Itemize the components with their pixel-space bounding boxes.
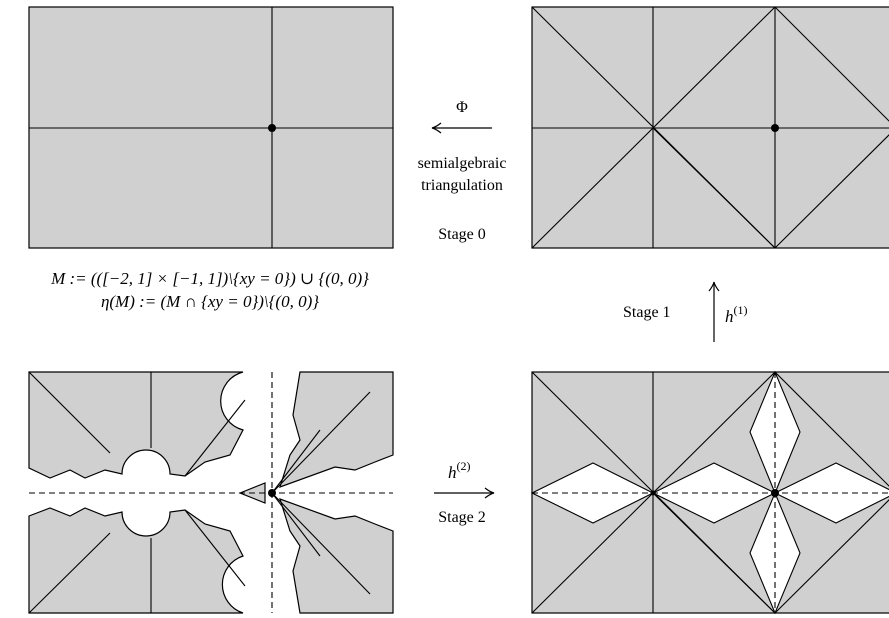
edge <box>774 371 889 487</box>
edge <box>652 492 776 614</box>
arrow-head <box>431 122 442 134</box>
edge <box>774 499 889 614</box>
edge <box>28 371 111 454</box>
triangulation-label-line2: triangulation <box>421 177 503 194</box>
edge <box>271 492 371 595</box>
arrow-h2: h(2) Stage 2 <box>434 459 495 526</box>
arrow-head <box>708 281 720 292</box>
edge <box>774 134 889 249</box>
h2-label: h(2) <box>448 459 471 482</box>
panel-stage2 <box>28 371 394 614</box>
panel-stage1 <box>530 370 889 615</box>
h1-label: h(1) <box>725 303 748 326</box>
panel-stage0-triangulation <box>531 6 889 249</box>
stage2-region <box>28 371 394 614</box>
origin-point <box>771 124 779 132</box>
edge <box>531 6 776 249</box>
origin-point <box>268 489 276 497</box>
origin-point <box>268 124 276 132</box>
definition-eta: η(M) := (M ∩ {xy = 0})\{(0, 0)} <box>101 292 319 311</box>
phi-label: Φ <box>456 99 468 116</box>
edge <box>271 492 321 557</box>
edge <box>184 399 246 477</box>
edge <box>184 509 246 587</box>
stage0-label: Stage 0 <box>438 226 486 243</box>
arrow-h1: Stage 1 h(1) <box>623 281 748 342</box>
arrow-head <box>484 487 495 499</box>
vertex-point <box>650 490 656 496</box>
edge <box>652 127 776 249</box>
triangulation-label-line1: semialgebraic <box>418 155 507 172</box>
arrow-phi: Φ <box>431 99 492 134</box>
edge <box>271 429 321 494</box>
definition-M: M := (([−2, 1] × [−1, 1])\{xy = 0}) ∪ {(… <box>50 269 369 288</box>
stage2-label: Stage 2 <box>438 509 486 526</box>
edge <box>774 6 889 122</box>
panel-stage0-domain <box>28 6 394 249</box>
stage1-label: Stage 1 <box>623 304 671 321</box>
edge <box>28 532 111 614</box>
origin-point <box>771 489 779 497</box>
edge <box>271 391 371 494</box>
